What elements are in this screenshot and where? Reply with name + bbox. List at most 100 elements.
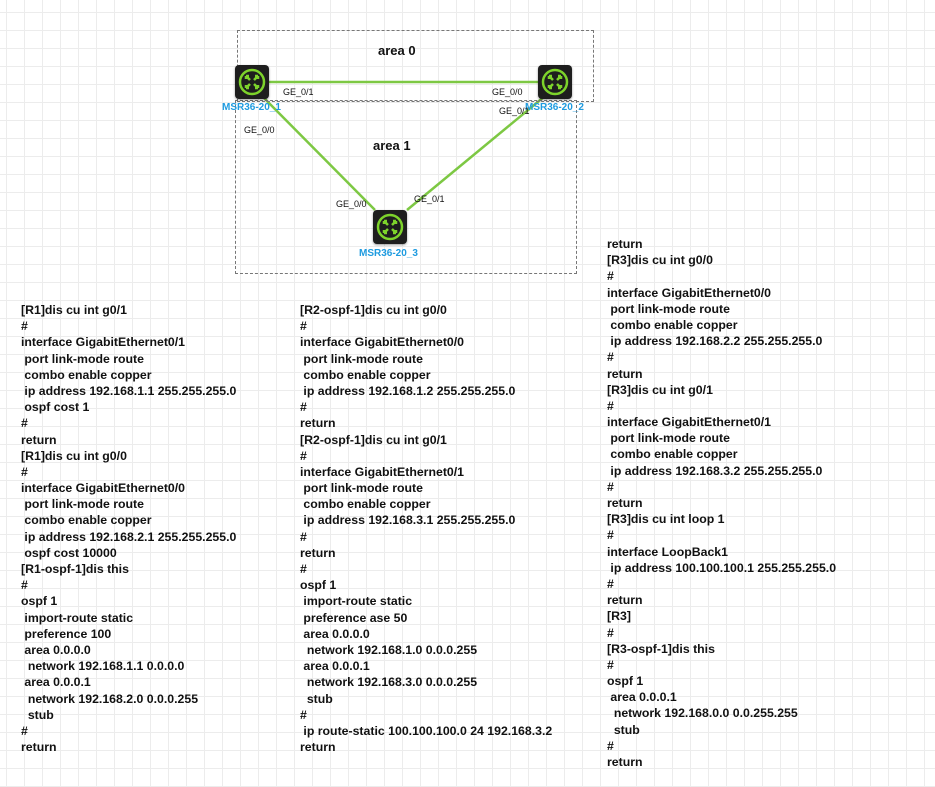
config-line: port link-mode route	[21, 351, 144, 366]
config-line: return	[300, 545, 336, 560]
config-line: return	[300, 416, 336, 431]
config-line: ip address 192.168.3.2 255.255.255.0	[607, 463, 823, 478]
config-line: port link-mode route	[300, 351, 423, 366]
config-line: #	[300, 448, 307, 463]
config-line: ip address 100.100.100.1 255.255.255.0	[607, 560, 837, 575]
config-line: ospf 1	[21, 594, 58, 609]
config-line: #	[21, 319, 28, 334]
config-line: port link-mode route	[607, 301, 730, 316]
config-line: ip address 192.168.2.1 255.255.255.0	[21, 529, 237, 544]
r1-config-text: [R1]dis cu int g0/1 # interface GigabitEth…	[21, 302, 236, 755]
area-0-label: area 0	[378, 43, 416, 58]
config-line: import-route static	[300, 594, 413, 609]
config-line: stub	[300, 691, 333, 706]
config-line: stub	[21, 707, 54, 722]
r3-config-text: return[R3]dis cu int g0/0#interface Giga…	[607, 236, 836, 770]
config-line: [R3-ospf-1]dis this	[607, 641, 715, 656]
router-r1[interactable]	[235, 65, 269, 99]
area-1-label: area 1	[373, 138, 411, 153]
config-line: #	[607, 625, 614, 640]
config-line: [R1]dis cu int g0/1	[21, 303, 127, 317]
config-line: network 192.168.3.0 0.0.0.255	[300, 675, 478, 690]
config-line: #	[607, 528, 614, 543]
config-line: ip address 192.168.3.1 255.255.255.0	[300, 513, 516, 528]
network-topology: area 0 area 1 MSR36-20_1 MSR36-20_2	[0, 0, 935, 290]
config-line: #	[607, 350, 614, 365]
config-line: [R3]	[607, 609, 631, 624]
config-line: return	[21, 740, 57, 755]
config-line: combo enable copper	[21, 513, 152, 528]
config-line: return	[21, 432, 57, 447]
config-line: #	[300, 562, 307, 576]
config-line: port link-mode route	[300, 481, 423, 496]
config-line: [R1]dis cu int g0/0	[21, 448, 127, 463]
config-line: network 192.168.2.0 0.0.0.255	[21, 691, 199, 706]
link-r1-r3[interactable]	[261, 95, 376, 211]
router-r2[interactable]	[538, 65, 572, 99]
config-line: ip route-static 100.100.100.0 24 192.168…	[300, 723, 553, 738]
config-line: #	[21, 723, 28, 738]
config-line: interface GigabitEthernet0/1	[607, 415, 772, 430]
config-line: #	[607, 398, 614, 413]
config-line: return	[607, 366, 643, 381]
config-line: #	[607, 738, 614, 753]
router-r3[interactable]	[373, 210, 407, 244]
config-line: network 192.168.1.1 0.0.0.0	[21, 659, 185, 674]
config-line: return	[607, 496, 643, 510]
config-line: #	[607, 657, 614, 672]
config-line: [R3]dis cu int loop 1	[607, 512, 725, 527]
port-label-r1-ge00: GE_0/0	[244, 125, 275, 135]
links-layer	[252, 80, 555, 211]
config-line: network 192.168.1.0 0.0.0.255	[300, 642, 478, 657]
config-line: [R3]dis cu int g0/1	[607, 382, 713, 397]
router-r2-name: MSR36-20_2	[525, 102, 584, 113]
area-1-box[interactable]	[235, 100, 577, 274]
config-line: interface LoopBack1	[607, 544, 728, 559]
router-icon	[238, 68, 266, 96]
config-line: #	[300, 319, 307, 334]
config-line: #	[607, 479, 614, 494]
config-line: interface GigabitEthernet0/0	[21, 481, 186, 496]
router-icon	[376, 213, 404, 241]
config-line: #	[21, 578, 28, 593]
config-line: area 0.0.0.1	[21, 675, 91, 690]
config-line: [R1-ospf-1]dis this	[21, 562, 129, 576]
link-r2-r3[interactable]	[406, 95, 546, 211]
config-line: #	[300, 529, 307, 544]
config-line: #	[607, 269, 614, 284]
port-label-r2-ge01: GE_0/1	[499, 106, 530, 116]
config-line: ospf 1	[300, 578, 337, 593]
config-line: interface GigabitEthernet0/0	[607, 285, 772, 300]
config-line: ip address 192.168.1.1 255.255.255.0	[21, 383, 237, 398]
config-line: import-route static	[21, 610, 134, 625]
config-line: interface GigabitEthernet0/1	[300, 464, 465, 479]
config-line: return	[607, 755, 643, 769]
config-line: port link-mode route	[607, 431, 730, 446]
config-line: combo enable copper	[607, 317, 738, 332]
port-label-r3-ge01: GE_0/1	[414, 194, 445, 204]
config-line: combo enable copper	[300, 367, 431, 382]
config-line: ip address 192.168.2.2 255.255.255.0	[607, 334, 823, 349]
config-line: stub	[607, 722, 640, 737]
config-line: ip address 192.168.1.2 255.255.255.0	[300, 383, 516, 398]
config-line: [R2-ospf-1]dis cu int g0/0	[300, 303, 447, 317]
port-label-r2-ge00: GE_0/0	[492, 87, 523, 97]
config-line: [R2-ospf-1]dis cu int g0/1	[300, 432, 447, 447]
config-line: port link-mode route	[21, 497, 144, 512]
router-r3-name: MSR36-20_3	[359, 248, 418, 259]
router-icon	[541, 68, 569, 96]
config-line: ospf cost 1	[21, 400, 90, 415]
config-line: preference 100	[21, 626, 112, 641]
port-label-r1-ge01: GE_0/1	[283, 87, 314, 97]
config-line: combo enable copper	[21, 367, 152, 382]
config-line: area 0.0.0.0	[21, 642, 91, 657]
config-line: interface GigabitEthernet0/0	[300, 335, 465, 350]
config-line: ospf cost 10000	[21, 545, 117, 560]
config-line: area 0.0.0.1	[607, 690, 677, 705]
config-line: #	[300, 400, 307, 415]
router-r1-name: MSR36-20_1	[222, 102, 281, 113]
config-line: return	[300, 740, 336, 755]
config-line: #	[21, 416, 28, 431]
config-line: combo enable copper	[300, 497, 431, 512]
r2-config-text: [R2-ospf-1]dis cu int g0/0#interface Gig…	[300, 302, 552, 755]
